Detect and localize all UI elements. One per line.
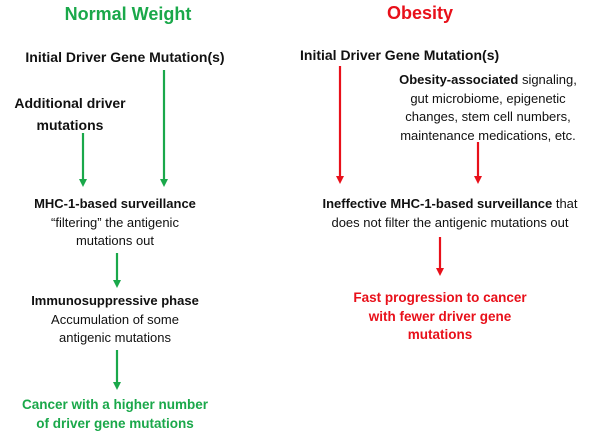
text: signaling, bbox=[518, 72, 577, 87]
line: gut microbiome, epigenetic bbox=[410, 90, 566, 106]
left-initial-mutation: Initial Driver Gene Mutation(s) bbox=[25, 49, 225, 65]
line: mutations bbox=[36, 117, 104, 133]
line: mutations out bbox=[75, 233, 155, 248]
immunosuppressive-phase: Immunosuppressive phase Accumulation of … bbox=[15, 292, 215, 348]
obesity-title: Obesity bbox=[386, 3, 454, 23]
line: Cancer with a higher number bbox=[21, 397, 209, 412]
line: does not filter the antigenic mutations … bbox=[331, 214, 569, 230]
line: changes, stem cell numbers, bbox=[405, 109, 571, 124]
line: “filtering” the antigenic bbox=[51, 214, 179, 230]
mhc-surveillance: MHC-1-based surveillance “filtering” the… bbox=[15, 195, 215, 251]
line: with fewer driver gene bbox=[368, 308, 512, 324]
normal-weight-title: Normal Weight bbox=[64, 4, 192, 24]
additional-driver-mutations: Additional driver mutations bbox=[0, 92, 140, 136]
text: that bbox=[552, 196, 578, 211]
right-initial-mutation: Initial Driver Gene Mutation(s) bbox=[300, 47, 500, 63]
bold-text: Obesity-associated bbox=[399, 72, 519, 87]
obesity-factors: Obesity-associated signaling, gut microb… bbox=[378, 71, 598, 145]
line: Additional driver bbox=[14, 95, 126, 111]
line: Ineffective MHC-1-based surveillance tha… bbox=[300, 195, 600, 214]
line: Fast progression to cancer bbox=[353, 290, 527, 305]
line: of driver gene mutations bbox=[36, 415, 194, 431]
bold-text: Ineffective MHC-1-based surveillance bbox=[322, 196, 553, 211]
line: Accumulation of some bbox=[51, 311, 179, 327]
line: mutations bbox=[407, 327, 473, 342]
line: antigenic mutations bbox=[58, 330, 171, 345]
line: Obesity-associated signaling, bbox=[378, 71, 598, 90]
fast-progression: Fast progression to cancer with fewer dr… bbox=[330, 289, 550, 345]
line: Immunosuppressive phase bbox=[31, 293, 199, 308]
line: MHC-1-based surveillance bbox=[34, 196, 196, 211]
line: maintenance medications, etc. bbox=[400, 127, 576, 143]
cancer-higher-number: Cancer with a higher number of driver ge… bbox=[0, 396, 230, 433]
ineffective-surveillance: Ineffective MHC-1-based surveillance tha… bbox=[300, 195, 600, 232]
